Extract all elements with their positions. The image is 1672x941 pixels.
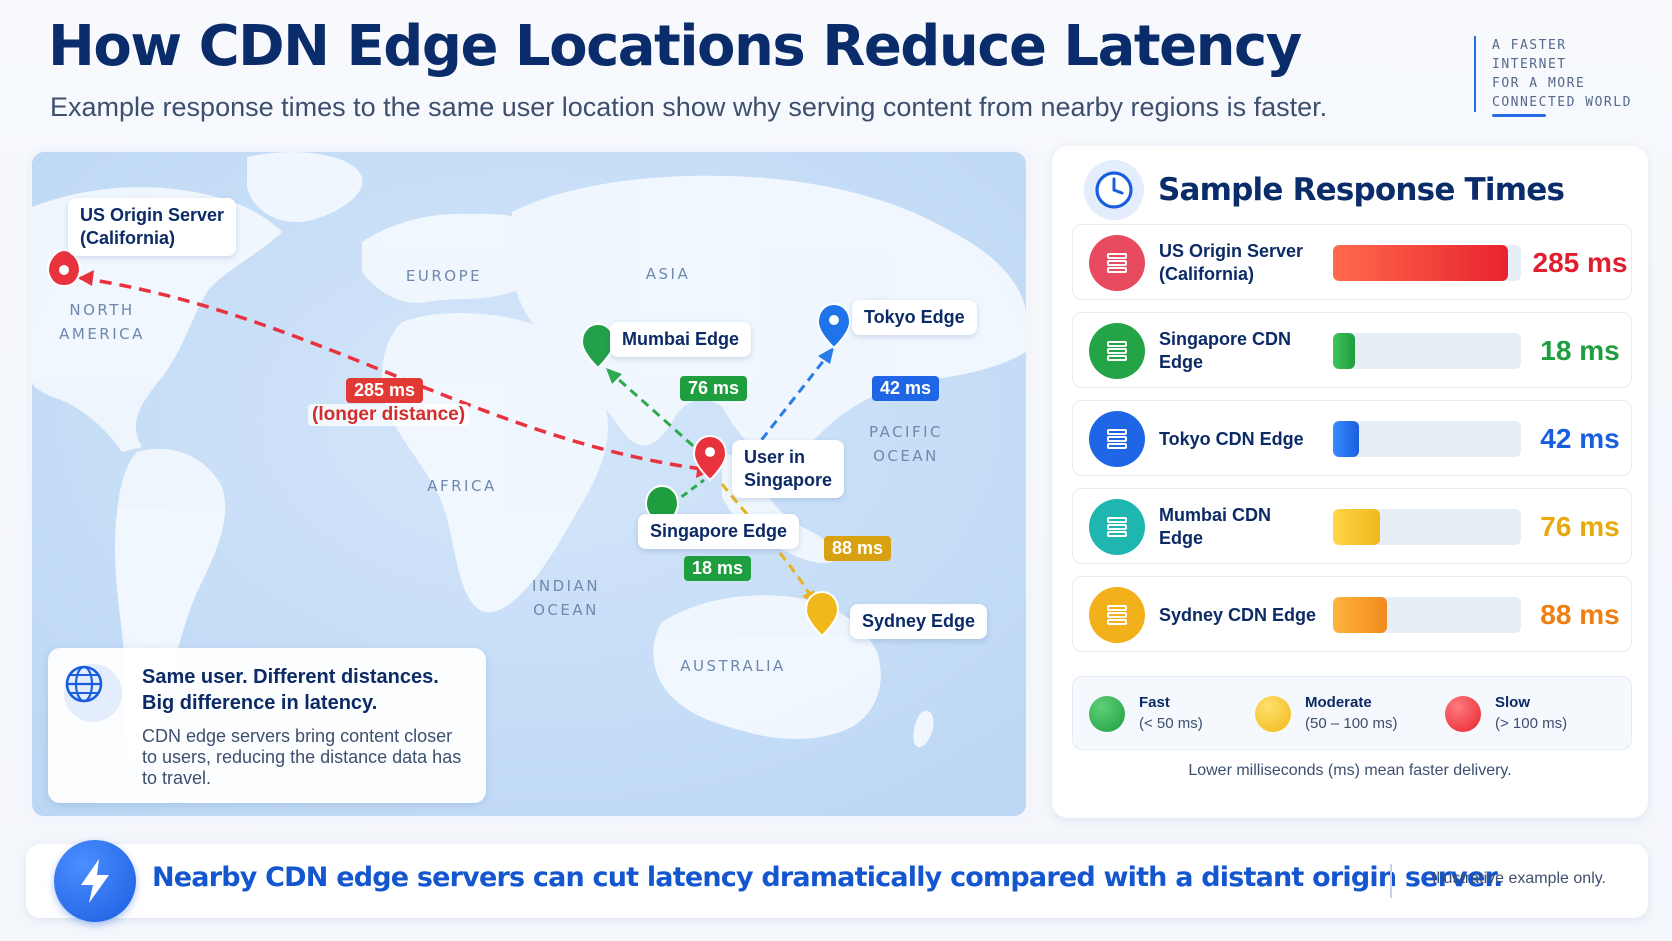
bottom-divider bbox=[1390, 864, 1392, 898]
server-name: Mumbai CDN Edge bbox=[1159, 505, 1271, 548]
singapore-latency-badge: 18 ms bbox=[684, 556, 752, 581]
server-name: Tokyo CDN Edge bbox=[1159, 428, 1304, 449]
lightning-bolt-icon bbox=[54, 840, 136, 922]
route-tokyo-to-user bbox=[750, 349, 834, 453]
legend-moderate-dot bbox=[1255, 696, 1291, 732]
server-name: Singapore CDN Edge bbox=[1159, 329, 1292, 372]
callout-heading: Same user. Different distances. Big diff… bbox=[142, 666, 439, 714]
africa-landmass bbox=[382, 312, 608, 613]
route-tokyo-arrowhead bbox=[818, 347, 834, 364]
latency-bar bbox=[1333, 421, 1359, 457]
latency-bar-track bbox=[1333, 421, 1521, 457]
mumbai-latency-badge: 76 ms bbox=[680, 376, 748, 401]
callout-body: CDN edge servers bring content closer to… bbox=[142, 726, 462, 788]
region-indian-ocean: INDIAN OCEAN bbox=[531, 577, 601, 619]
sydney-pin[interactable] bbox=[804, 590, 840, 638]
tokyo-latency-badge: 42 ms bbox=[872, 376, 940, 401]
singapore-label: Singapore Edge bbox=[638, 514, 800, 549]
sydney-latency-badge: 88 ms bbox=[824, 536, 892, 561]
server-icon bbox=[1089, 411, 1145, 467]
response-times-panel: Sample Response Times US Origin Server(C… bbox=[1052, 146, 1648, 818]
latency-value: 88 ms bbox=[1540, 599, 1620, 630]
region-australia: AUSTRALIA bbox=[680, 657, 786, 675]
latency-bar-track bbox=[1333, 245, 1521, 281]
latency-bar-track bbox=[1333, 597, 1521, 633]
greenland-landmass bbox=[247, 152, 363, 223]
mumbai-label: Mumbai Edge bbox=[610, 322, 752, 357]
route-mumbai-to-user bbox=[607, 368, 701, 454]
latency-bar bbox=[1333, 245, 1508, 281]
legend-fast-dot bbox=[1089, 696, 1125, 732]
legend-slow-dot bbox=[1445, 696, 1481, 732]
tokyo-label: Tokyo Edge bbox=[852, 300, 977, 335]
clock-icon bbox=[1084, 160, 1144, 220]
key-takeaway-bar: Nearby CDN edge servers can cut latency … bbox=[26, 840, 1648, 922]
response-time-row: Singapore CDN Edge 18 ms bbox=[1072, 312, 1632, 388]
latency-value: 285 ms bbox=[1532, 247, 1628, 278]
response-times-title: Sample Response Times bbox=[1158, 172, 1565, 208]
origin-latency-badge: 285 ms bbox=[346, 378, 424, 403]
page-subtitle: Example response times to the same user … bbox=[50, 92, 1328, 122]
region-africa: AFRICA bbox=[427, 477, 497, 495]
latency-value: 42 ms bbox=[1540, 423, 1620, 454]
latency-bar bbox=[1333, 333, 1355, 369]
latency-value: 76 ms bbox=[1540, 511, 1620, 542]
illustrative-note: Illustrative example only. bbox=[1432, 870, 1606, 887]
origin-label: US Origin Server (California) bbox=[68, 198, 237, 256]
user-label: User in Singapore bbox=[732, 440, 845, 498]
server-name: US Origin Server(California) bbox=[1159, 241, 1304, 284]
region-north-america: NORTH AMERICA bbox=[59, 301, 145, 343]
server-name: Sydney CDN Edge bbox=[1159, 604, 1317, 625]
key-takeaway-text: Nearby CDN edge servers can cut latency … bbox=[152, 862, 1503, 893]
latency-bar bbox=[1333, 597, 1387, 633]
response-time-row: Tokyo CDN Edge 42 ms bbox=[1072, 400, 1632, 476]
latency-value: 18 ms bbox=[1540, 335, 1620, 366]
user-pin[interactable] bbox=[692, 434, 728, 482]
server-icon bbox=[1089, 235, 1145, 291]
latency-legend: Fast (< 50 ms) Moderate (50 – 100 ms) Sl… bbox=[1072, 676, 1632, 750]
route-origin-to-user bbox=[79, 276, 711, 472]
distance-callout: Same user. Different distances. Big diff… bbox=[48, 648, 486, 803]
page-title: How CDN Edge Locations Reduce Latency bbox=[48, 14, 1302, 79]
tagline: A FASTER INTERNET FOR A MORE CONNECTED W… bbox=[1474, 36, 1654, 112]
route-origin-arrowhead bbox=[78, 270, 94, 286]
origin-distance-note: (longer distance) bbox=[308, 404, 470, 426]
response-times-footnote: Lower milliseconds (ms) mean faster deli… bbox=[1188, 762, 1512, 779]
tagline-underline bbox=[1492, 114, 1546, 117]
world-map-panel: NORTH AMERICA EUROPE ASIA AFRICA PACIFIC… bbox=[26, 146, 1032, 822]
route-mumbai-arrowhead bbox=[606, 368, 622, 384]
response-time-row: US Origin Server(California) 285 ms bbox=[1072, 224, 1632, 300]
response-time-row: Sydney CDN Edge 88 ms bbox=[1072, 576, 1632, 652]
tokyo-pin[interactable] bbox=[816, 302, 852, 350]
new-zealand-landmass bbox=[913, 710, 934, 748]
server-icon bbox=[1089, 499, 1145, 555]
region-pacific-ocean: PACIFIC OCEAN bbox=[868, 423, 943, 465]
origin-pin[interactable] bbox=[46, 248, 82, 288]
latency-bar-track bbox=[1333, 509, 1521, 545]
sydney-label: Sydney Edge bbox=[850, 604, 988, 639]
region-asia: ASIA bbox=[645, 265, 691, 283]
latency-bar bbox=[1333, 509, 1380, 545]
latency-bar-track bbox=[1333, 333, 1521, 369]
response-time-row: Mumbai CDN Edge 76 ms bbox=[1072, 488, 1632, 564]
globe-icon bbox=[64, 664, 122, 722]
server-icon bbox=[1089, 323, 1145, 379]
server-icon bbox=[1089, 587, 1145, 643]
region-europe: EUROPE bbox=[405, 267, 483, 285]
